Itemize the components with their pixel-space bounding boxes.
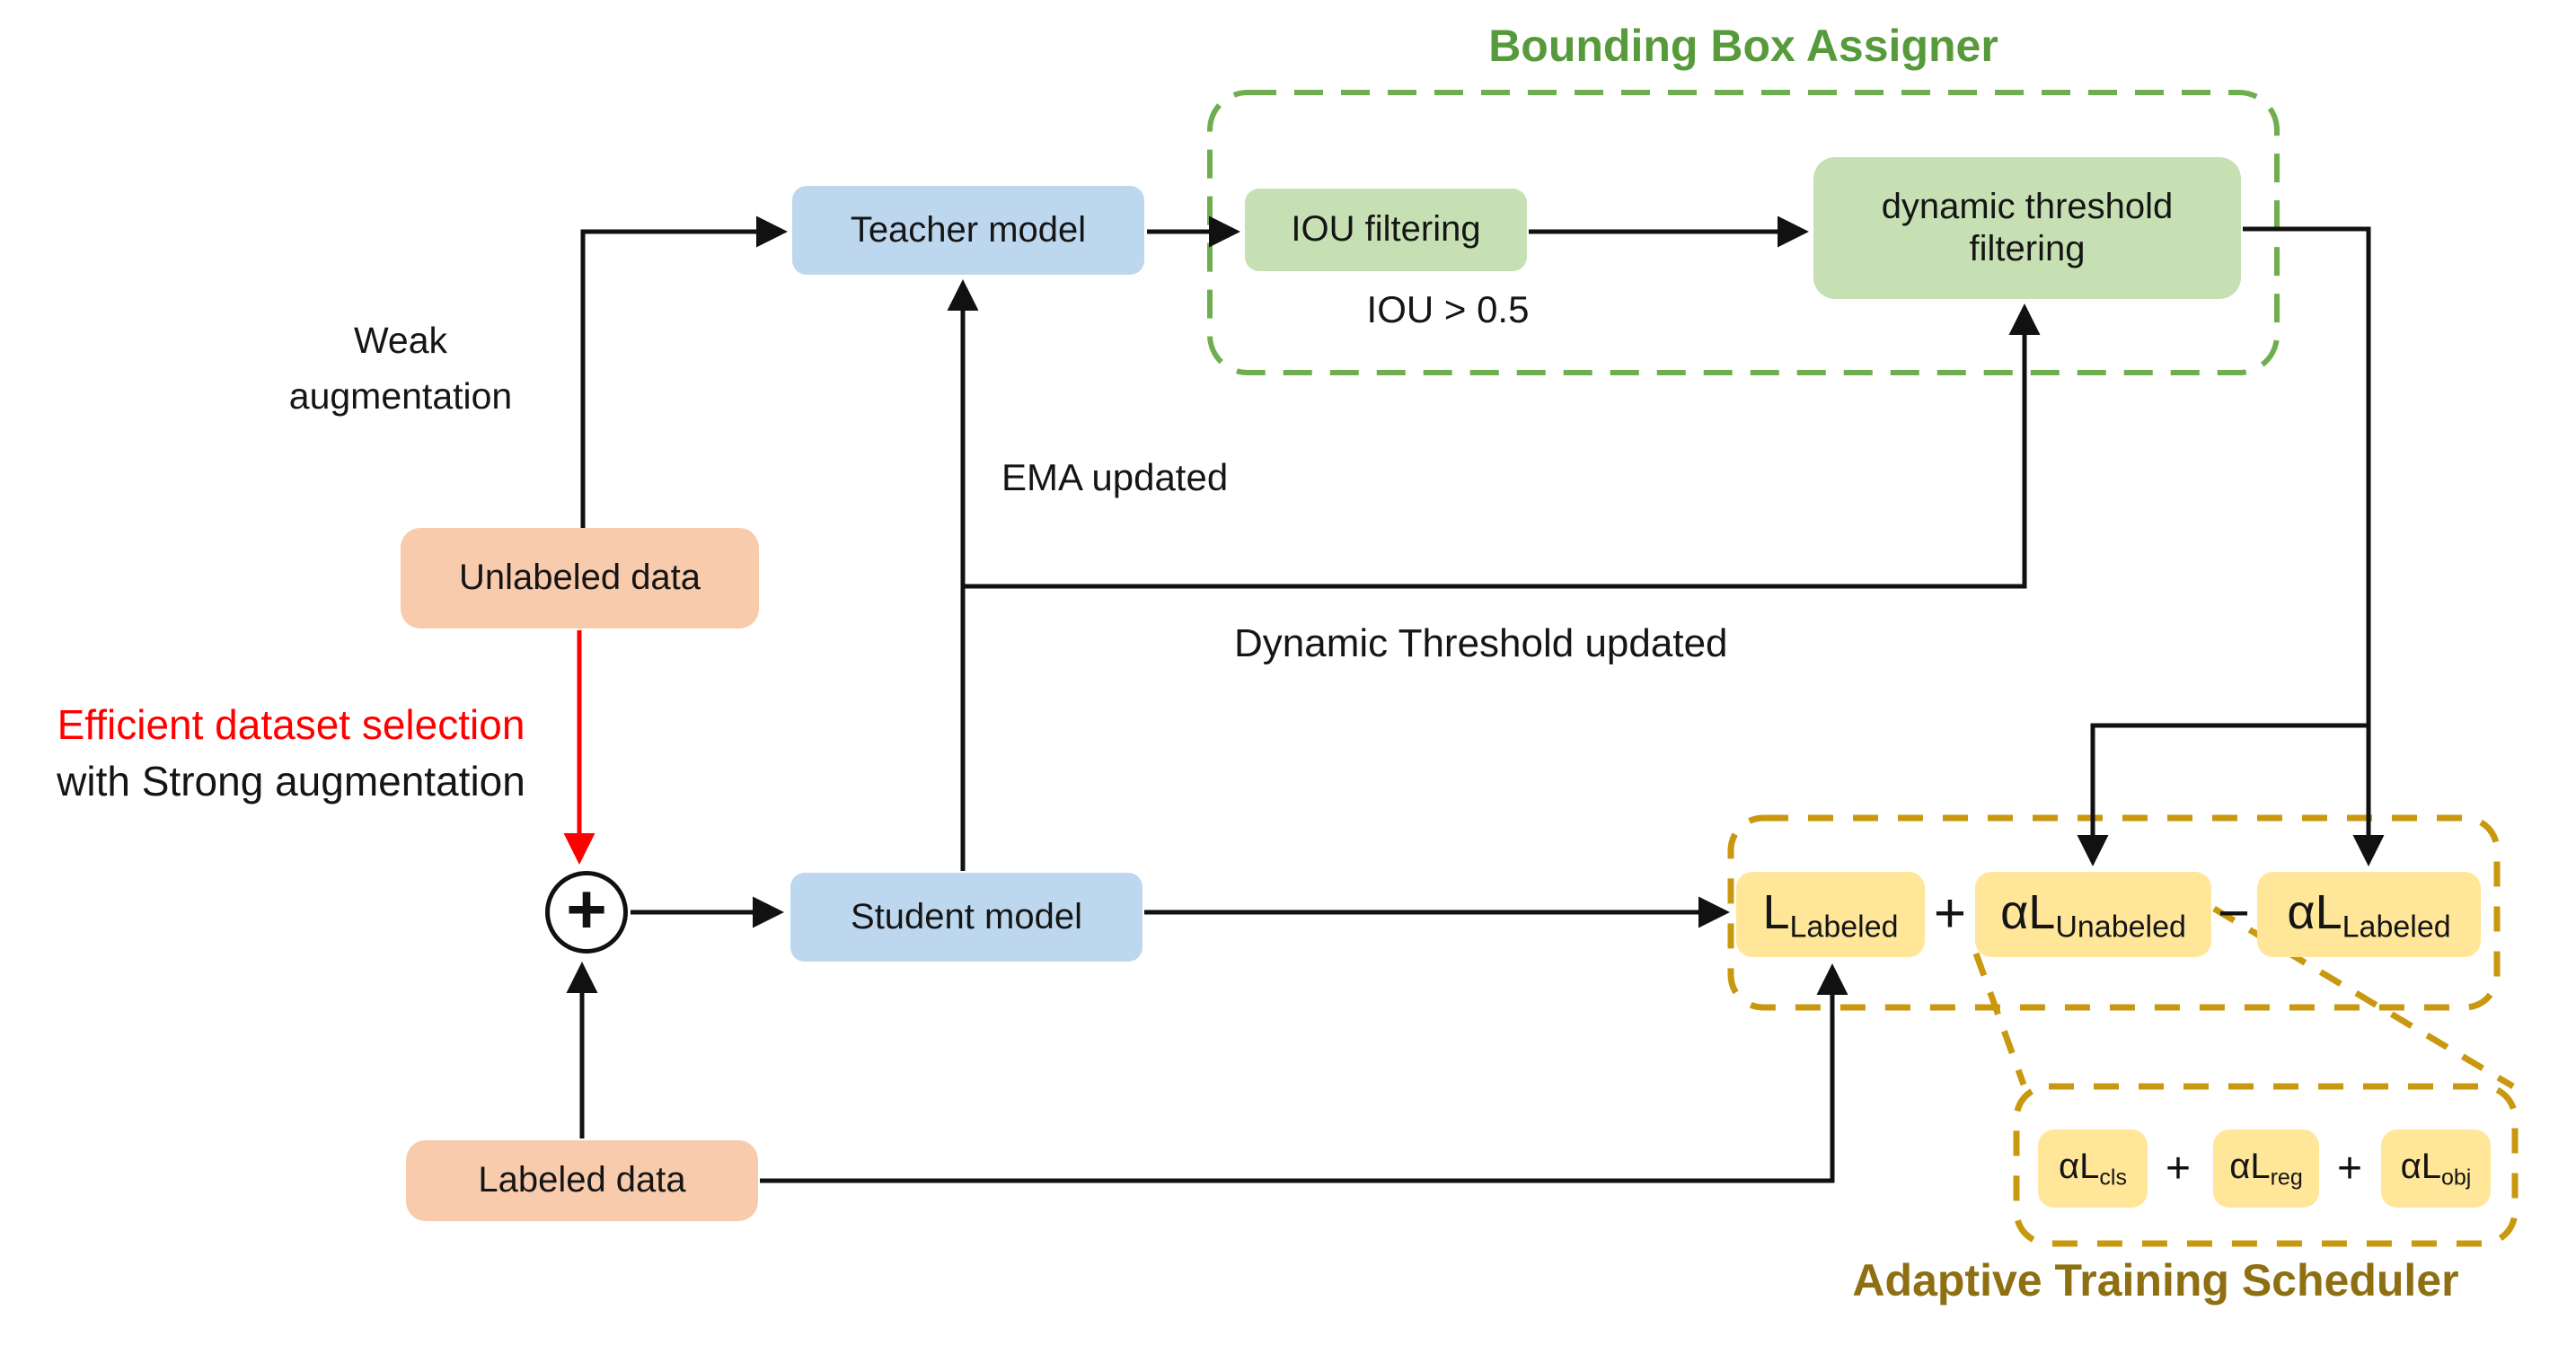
unlabeled-data-label: Unlabeled data — [458, 558, 701, 598]
loss-al-obj-sub: obj — [2441, 1165, 2472, 1191]
loss-l-labeled-base: L — [1762, 884, 1790, 939]
weak-augmentation-line2: augmentation — [288, 375, 513, 417]
arrow-labeled-to-l-labeled — [760, 963, 1848, 1183]
sum-node: + — [545, 871, 628, 954]
loss-al-obj-node: αLobj — [2381, 1130, 2491, 1208]
loss-al-cls-base: αL — [2059, 1147, 2100, 1186]
arrow-branch-to-al-unlabeled — [2077, 723, 2369, 866]
iou-filtering-label: IOU filtering — [1291, 209, 1481, 250]
iou-condition-label: IOU > 0.5 — [1366, 288, 1530, 330]
labeled-data-label: Labeled data — [478, 1160, 686, 1200]
loss-al-unlabeled-node: αLUnabeled — [1975, 872, 2211, 957]
loss-al-reg-node: αLreg — [2213, 1130, 2319, 1208]
arrow-dynamic-to-al-labeled — [2243, 226, 2385, 866]
teacher-model-label: Teacher model — [850, 209, 1087, 250]
strong-augmentation-label: with Strong augmentation — [57, 758, 525, 804]
loss-l-labeled-node: LLabeled — [1736, 872, 1925, 957]
plus-operator-main: + — [1933, 882, 1967, 945]
loss-al-unlabeled-sub: Unabeled — [2055, 910, 2186, 945]
unlabeled-data-node: Unlabeled data — [401, 528, 759, 629]
student-model-label: Student model — [851, 896, 1082, 936]
loss-al-reg-sub: reg — [2270, 1165, 2303, 1191]
weak-augmentation-line1: Weak — [353, 320, 448, 361]
bounding-box-assigner-title: Bounding Box Assigner — [1488, 21, 1998, 71]
dynamic-threshold-filtering-label: dynamic threshold filtering — [1881, 186, 2174, 268]
adaptive-training-scheduler-title: Adaptive Training Scheduler — [1852, 1255, 2459, 1305]
expansion-diagonal-left — [1972, 952, 2027, 1086]
loss-al-labeled-base: αL — [2287, 884, 2342, 939]
labeled-data-node: Labeled data — [406, 1140, 758, 1221]
dynamic-threshold-updated-label: Dynamic Threshold updated — [1234, 621, 1728, 665]
dynamic-threshold-filtering-node: dynamic threshold filtering — [1813, 157, 2241, 299]
loss-al-cls-sub: cls — [2099, 1165, 2127, 1191]
ema-updated-label: EMA updated — [1001, 456, 1229, 498]
loss-al-labeled-node: αLLabeled — [2257, 872, 2481, 957]
sum-symbol: + — [566, 869, 607, 948]
plus-operator-sub1: + — [2165, 1144, 2192, 1192]
loss-al-labeled-sub: Labeled — [2342, 910, 2451, 945]
arrow-unlabeled-to-teacher — [580, 215, 788, 528]
plus-operator-sub2: + — [2336, 1144, 2363, 1192]
loss-l-labeled-sub: Labeled — [1789, 910, 1899, 945]
arrow-threshold-update-to-dynamic — [963, 303, 2041, 589]
loss-al-cls-node: αLcls — [2038, 1130, 2148, 1208]
student-model-node: Student model — [790, 873, 1142, 962]
teacher-model-node: Teacher model — [792, 186, 1144, 275]
weak-augmentation-label: Weak augmentation — [176, 312, 625, 424]
bounding-box-assigner-container — [1207, 90, 2280, 375]
minus-operator-main: − — [2217, 882, 2251, 945]
loss-al-reg-base: αL — [2229, 1147, 2271, 1186]
iou-filtering-node: IOU filtering — [1245, 189, 1527, 271]
efficient-dataset-selection-label: Efficient dataset selection — [57, 701, 525, 748]
loss-al-unlabeled-base: αL — [2000, 884, 2056, 939]
adaptive-scheduler-container — [1727, 814, 2501, 1011]
loss-al-obj-base: αL — [2400, 1147, 2441, 1186]
